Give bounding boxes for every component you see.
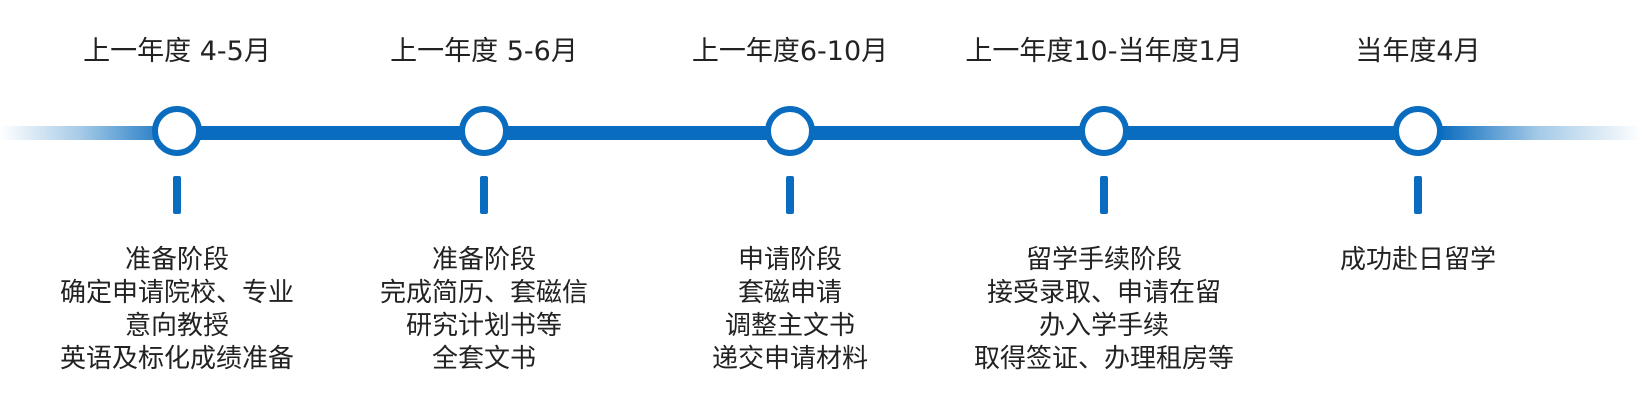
milestone-description-line: 办入学手续 [1038, 311, 1169, 341]
milestone-date: 当年度4月 [1355, 36, 1481, 67]
milestone-2: 上一年度 5-6月 准备阶段 完成简历、套磁信 研究计划书等 全套文书 [324, 0, 644, 415]
milestone-description-line: 取得签证、办理租房等 [973, 344, 1234, 374]
milestone-node-circle [152, 106, 202, 156]
milestone-description-line: 递交申请材料 [711, 344, 868, 374]
milestone-node-circle [1079, 106, 1129, 156]
milestone-3: 上一年度6-10月 申请阶段 套磁申请 调整主文书 递交申请材料 [630, 0, 950, 415]
milestone-description-line: 准备阶段 [124, 245, 229, 275]
milestone-description-line: 意向教授 [124, 311, 229, 341]
milestone-tick [1414, 176, 1422, 214]
milestone-4: 上一年度10-当年度1月 留学手续阶段 接受录取、申请在留 办入学手续 取得签证… [944, 0, 1264, 415]
milestone-tick [173, 176, 181, 214]
milestone-description: 准备阶段 完成简历、套磁信 研究计划书等 全套文书 [324, 244, 644, 376]
milestone-node-circle [459, 106, 509, 156]
milestone-5: 当年度4月 成功赴日留学 [1258, 0, 1578, 415]
milestone-tick [1100, 176, 1108, 214]
timeline-line [0, 126, 1642, 140]
milestone-description-line: 完成简历、套磁信 [379, 278, 588, 308]
milestone-description-line: 全套文书 [431, 344, 536, 374]
milestone-date: 上一年度 5-6月 [390, 36, 578, 67]
milestone-description-line: 接受录取、申请在留 [986, 278, 1221, 308]
milestone-description-line: 留学手续阶段 [1025, 245, 1182, 275]
milestone-date: 上一年度10-当年度1月 [965, 36, 1243, 67]
milestone-description: 成功赴日留学 [1258, 244, 1578, 277]
milestone-description-line: 研究计划书等 [405, 311, 562, 341]
milestone-date: 上一年度6-10月 [691, 36, 889, 67]
milestone-description-line: 套磁申请 [737, 278, 842, 308]
milestone-node-circle [1393, 106, 1443, 156]
milestone-tick [480, 176, 488, 214]
milestone-description-line: 确定申请院校、专业 [59, 278, 294, 308]
milestone-description: 申请阶段 套磁申请 调整主文书 递交申请材料 [630, 244, 950, 376]
milestone-description-line: 调整主文书 [724, 311, 855, 341]
milestone-node-circle [765, 106, 815, 156]
milestone-description-line: 申请阶段 [737, 245, 842, 275]
milestone-tick [786, 176, 794, 214]
milestone-description-line: 英语及标化成绩准备 [59, 344, 294, 374]
milestone-description-line: 准备阶段 [431, 245, 536, 275]
milestone-1: 上一年度 4-5月 准备阶段 确定申请院校、专业 意向教授 英语及标化成绩准备 [17, 0, 337, 415]
milestone-description: 准备阶段 确定申请院校、专业 意向教授 英语及标化成绩准备 [17, 244, 337, 376]
milestone-description: 留学手续阶段 接受录取、申请在留 办入学手续 取得签证、办理租房等 [944, 244, 1264, 376]
milestone-date: 上一年度 4-5月 [83, 36, 271, 67]
milestone-description-line: 成功赴日留学 [1339, 245, 1496, 275]
